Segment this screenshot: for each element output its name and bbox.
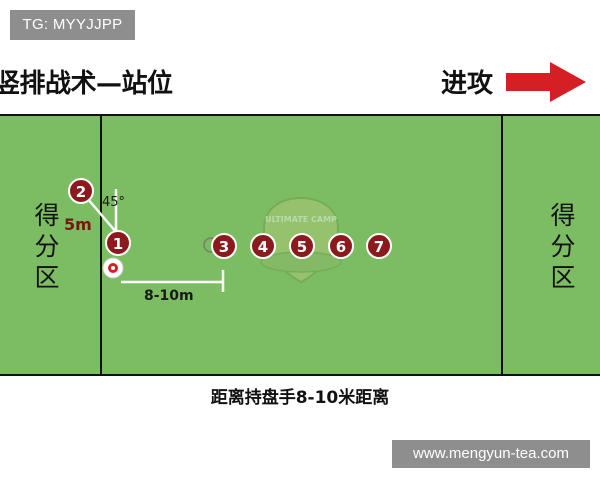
player-number: 5 [297,238,307,256]
right-endzone-label: 得 分 区 [550,201,575,292]
attack-direction-label: 进攻 [441,69,494,99]
left-endzone-char: 分 [34,232,59,261]
watermark-bottom: www.mengyun-tea.com [392,440,590,468]
diagram-title: 竖排战术—站位 [0,69,173,99]
right-arrow-icon [506,62,586,102]
right-endzone-char: 区 [550,263,575,292]
player-number: 7 [374,238,384,256]
left-endzone-char: 得 [34,201,59,230]
distance-long-label: 8-10m [144,288,194,304]
angle-label: 45° [102,195,125,210]
caption: 距离持盘手8-10米距离 [0,376,600,426]
right-endzone-char: 得 [550,201,575,230]
left-endzone-char: 区 [34,263,59,292]
watermark-top: TG: MYYJJPP [10,10,135,40]
player-marker: 1 [105,230,131,256]
distance-short-label: 5m [64,215,92,234]
player-number: 6 [336,238,346,256]
player-marker: 4 [250,233,276,259]
players: 2 1 3 4 5 6 7 [68,178,392,259]
player-number: 1 [113,235,123,253]
disc-icon [102,257,124,279]
player-marker: 3 [211,233,237,259]
angle-line [86,197,117,233]
player-marker: 5 [289,233,315,259]
logo-text: ULTIMATE CAMP [265,215,337,224]
player-number: 4 [258,238,268,256]
player-number: 2 [76,183,86,201]
player-marker: 6 [328,233,354,259]
left-endzone-label: 得 分 区 [34,201,59,292]
right-endzone-char: 分 [550,232,575,261]
player-marker: 2 [68,178,94,204]
player-marker: 7 [366,233,392,259]
player-number: 3 [219,238,229,256]
